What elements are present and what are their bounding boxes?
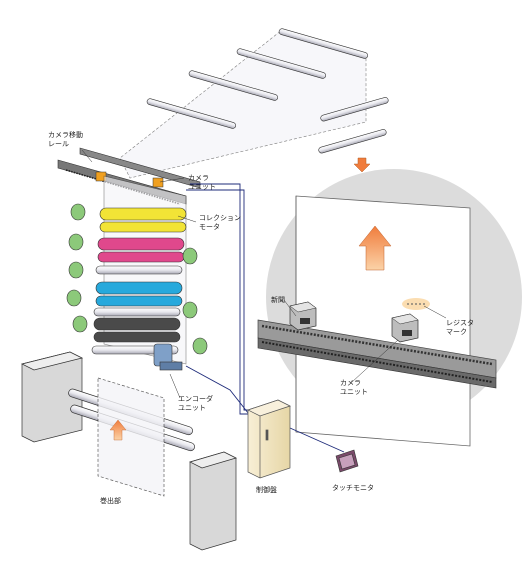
label-collection-motor-line2: モータ	[199, 222, 220, 231]
camera-unit-zoom-left	[289, 301, 317, 331]
label-camera-unit-top-line2: ユニット	[188, 182, 216, 191]
leader-lines	[81, 149, 447, 399]
encoder-unit	[153, 343, 183, 371]
label-newspaper: 新聞	[271, 296, 285, 304]
printing-units	[66, 175, 208, 371]
label-collection-motor-line1: コレクション	[199, 214, 241, 222]
touch-monitor	[335, 449, 359, 473]
label-camera-rail-line1: カメラ移動	[48, 131, 83, 139]
label-camera-unit-top-line1: カメラ	[188, 174, 209, 182]
camera-unit-top-2	[152, 177, 164, 188]
label-collection-motor: コレクション モータ	[199, 214, 241, 231]
paper-direction-arrow-rewind	[109, 419, 127, 441]
control-panel	[247, 399, 291, 479]
label-register-mark: レジスタ マーク	[446, 319, 474, 336]
zoom-circle	[257, 169, 522, 447]
label-register-mark-line2: マーク	[446, 327, 467, 336]
label-rewind-section: 巻出部	[100, 497, 121, 505]
label-encoder-unit-line2: ユニット	[178, 403, 206, 412]
label-camera-unit-zoom-line2: ユニット	[340, 387, 368, 396]
label-control-panel: 制御盤	[256, 486, 277, 494]
label-touch-monitor: タッチモニタ	[332, 484, 374, 492]
camera-unit-zoom-right	[391, 313, 419, 343]
label-encoder-unit-line1: エンコーダ	[178, 395, 213, 403]
label-camera-unit-top: カメラ ユニット	[188, 174, 216, 191]
label-register-mark-line1: レジスタ	[446, 319, 474, 327]
label-camera-unit-zoom-line1: カメラ	[340, 379, 361, 387]
label-encoder-unit: エンコーダ ユニット	[178, 395, 213, 412]
label-camera-unit-zoom: カメラ ユニット	[340, 379, 368, 396]
label-camera-rail-line2: レール	[48, 139, 69, 148]
web-rollers-top	[119, 28, 389, 179]
control-cables	[185, 183, 345, 453]
rewind-section	[20, 351, 237, 551]
label-camera-rail: カメラ移動 レール	[48, 131, 83, 148]
paper-direction-arrow-zoom	[358, 225, 392, 271]
